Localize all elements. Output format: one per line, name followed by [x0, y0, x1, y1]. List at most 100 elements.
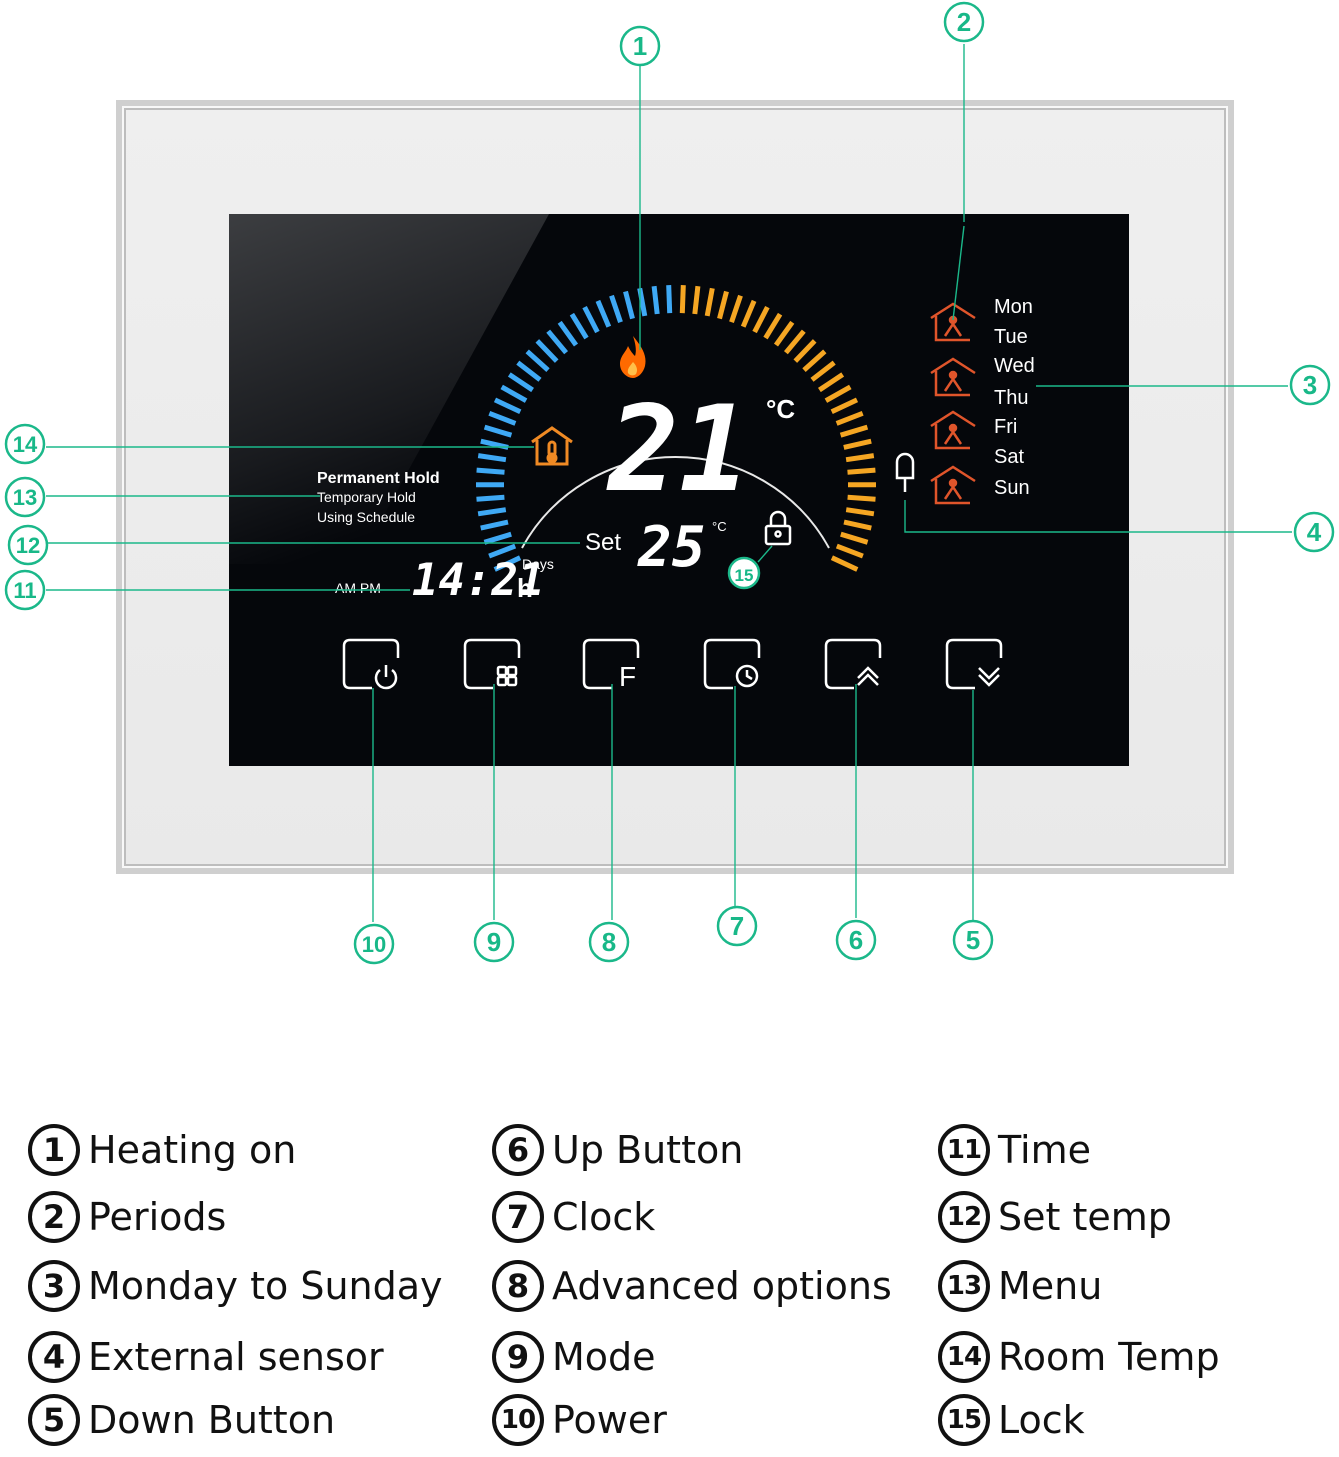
down-button[interactable]	[945, 638, 1003, 690]
set-temp-value: 25	[637, 515, 705, 580]
advanced-options-button[interactable]: F	[582, 638, 640, 692]
gauge-tick	[773, 320, 795, 347]
svg-text:10: 10	[362, 932, 386, 957]
gauge-tick	[818, 372, 845, 393]
days-label: Days	[522, 556, 554, 572]
gauge-tick	[582, 305, 600, 334]
svg-text:F: F	[619, 661, 636, 692]
room-temp-unit: °C	[766, 394, 795, 424]
svg-text:3: 3	[1303, 370, 1317, 400]
svg-text:8: 8	[602, 927, 616, 957]
menu-item-permanent-hold: Permanent Hold	[317, 470, 440, 487]
lock-icon	[764, 510, 792, 546]
touch-buttons: F	[342, 638, 1003, 692]
gauge-tick	[569, 312, 589, 340]
menu-item-using-schedule: Using Schedule	[317, 509, 415, 525]
chevron-up-icon	[857, 666, 879, 686]
legend-label: Set temp	[998, 1195, 1172, 1239]
menu-item-temporary-hold: Temporary Hold	[317, 489, 416, 505]
legend-label: Mode	[552, 1335, 656, 1379]
period-house-icon	[930, 465, 976, 505]
gauge-tick	[477, 453, 507, 463]
gauge-tick	[546, 329, 569, 355]
gauge-tick	[839, 424, 869, 438]
gauge-tick	[651, 285, 660, 315]
gauge-tick	[477, 507, 507, 517]
gauge-tick	[704, 287, 715, 317]
callout-11: 11	[4, 569, 46, 611]
clock-button[interactable]	[703, 638, 761, 690]
legend-number: 1	[28, 1124, 80, 1176]
gauge-tick	[752, 305, 770, 334]
legend-label: Lock	[998, 1398, 1085, 1442]
ampm-indicator: AM PM	[335, 580, 381, 596]
legend-label: Clock	[552, 1195, 656, 1239]
svg-text:13: 13	[13, 485, 37, 510]
gauge-tick	[845, 453, 875, 463]
gauge-tick	[666, 285, 673, 314]
gauge-tick	[783, 329, 806, 355]
gauge-tick	[824, 384, 852, 403]
mode-button[interactable]	[463, 638, 521, 690]
callout-6: 6	[835, 919, 877, 961]
gauge-tick	[623, 290, 635, 320]
gauge-tick	[840, 531, 869, 545]
callout-8: 8	[588, 921, 630, 963]
gauge-tick	[740, 299, 757, 328]
callout-13: 13	[4, 476, 46, 518]
callout-4: 4	[1293, 511, 1335, 553]
power-button[interactable]	[342, 638, 400, 690]
room-temp-icon	[531, 426, 573, 466]
button-frame	[824, 638, 882, 690]
gauge-tick	[525, 349, 550, 372]
period-icons	[930, 302, 976, 505]
gauge-tick	[476, 494, 505, 502]
gauge-tick	[835, 543, 864, 559]
gauge-tick	[483, 424, 513, 438]
svg-text:14: 14	[13, 432, 38, 457]
callout-10: 10	[353, 923, 395, 965]
legend-number: 9	[492, 1331, 544, 1383]
callout-7: 7	[716, 905, 758, 947]
up-button[interactable]	[824, 638, 882, 690]
thermostat-screen	[229, 214, 1129, 766]
callout-3: 3	[1289, 364, 1331, 406]
temperature-gauge	[476, 285, 876, 572]
legend-label: Periods	[88, 1195, 227, 1239]
external-sensor-icon	[895, 452, 915, 492]
gauge-tick	[763, 312, 783, 340]
callout-15: 15	[727, 556, 761, 590]
gauge-tick	[516, 360, 542, 382]
set-label: Set	[585, 529, 621, 556]
f-icon: F	[619, 661, 636, 692]
svg-text:9: 9	[487, 927, 501, 957]
button-frame	[582, 638, 640, 690]
legend-label: External sensor	[88, 1335, 384, 1379]
chevron-down-icon	[978, 667, 1000, 687]
legend-number: 8	[492, 1260, 544, 1312]
gauge-tick	[847, 494, 876, 502]
gauge-tick	[729, 294, 743, 324]
clock-icon	[735, 664, 759, 688]
gauge-tick	[843, 438, 872, 450]
power-icon	[374, 665, 398, 690]
weekday-wed: Wed	[994, 355, 1035, 377]
gauge-tick	[802, 349, 827, 372]
svg-text:2: 2	[957, 7, 971, 37]
callout-5: 5	[952, 919, 994, 961]
callout-9: 9	[473, 921, 515, 963]
button-frame	[945, 638, 1003, 690]
svg-text:5: 5	[966, 925, 980, 955]
gauge-tick	[535, 339, 559, 363]
weekday-tue: Tue	[994, 326, 1028, 348]
